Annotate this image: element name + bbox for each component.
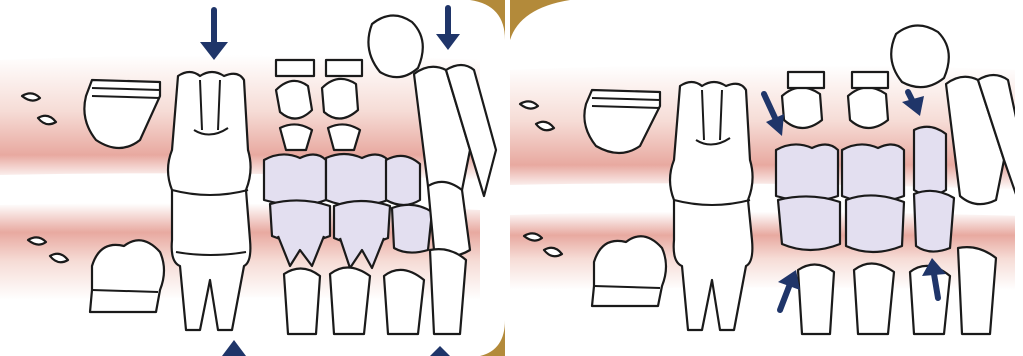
premolar-crypt: [326, 60, 362, 76]
lower-developing-molar: [592, 236, 666, 306]
incisor-lower: [958, 247, 996, 334]
primary-canine-lower: [392, 205, 432, 253]
lower-developing-molar: [90, 240, 164, 312]
primary-molar-upper: [842, 144, 904, 202]
premolar-stem: [280, 124, 312, 150]
premolar-lower: [284, 268, 320, 334]
primary-molar-upper: [264, 154, 326, 205]
primary-molar-upper: [326, 154, 388, 206]
premolar-bud-upper: [782, 87, 822, 128]
canine-bud-upper: [891, 25, 949, 87]
panel-right-drawing: [510, 0, 1015, 356]
primary-molar-upper: [776, 144, 838, 201]
primary-molar-lower: [778, 196, 840, 250]
canine-lower: [384, 270, 424, 334]
panel-left-drawing: [0, 0, 505, 356]
premolar-lower: [854, 263, 894, 334]
premolar-crypt: [276, 60, 314, 76]
premolar-lower: [330, 267, 370, 334]
canine-bud-upper: [368, 15, 422, 77]
premolar-crypt: [852, 72, 888, 88]
panel-left: [0, 0, 505, 356]
premolar-stem: [328, 124, 360, 150]
canine-lower: [910, 266, 950, 334]
premolar-bud-upper: [848, 87, 888, 128]
premolar-crypt: [788, 72, 824, 88]
primary-molar-lower: [846, 195, 904, 252]
primary-canine-upper: [914, 127, 946, 195]
incisor-lower: [430, 249, 466, 334]
panel-right: [510, 0, 1015, 356]
primary-molar-lower: [334, 201, 390, 244]
premolar-bud-upper: [276, 81, 312, 119]
premolar-bud-upper: [322, 79, 358, 119]
premolar-lower: [798, 264, 834, 334]
primary-canine-upper: [386, 156, 420, 205]
primary-canine-lower: [914, 191, 954, 252]
